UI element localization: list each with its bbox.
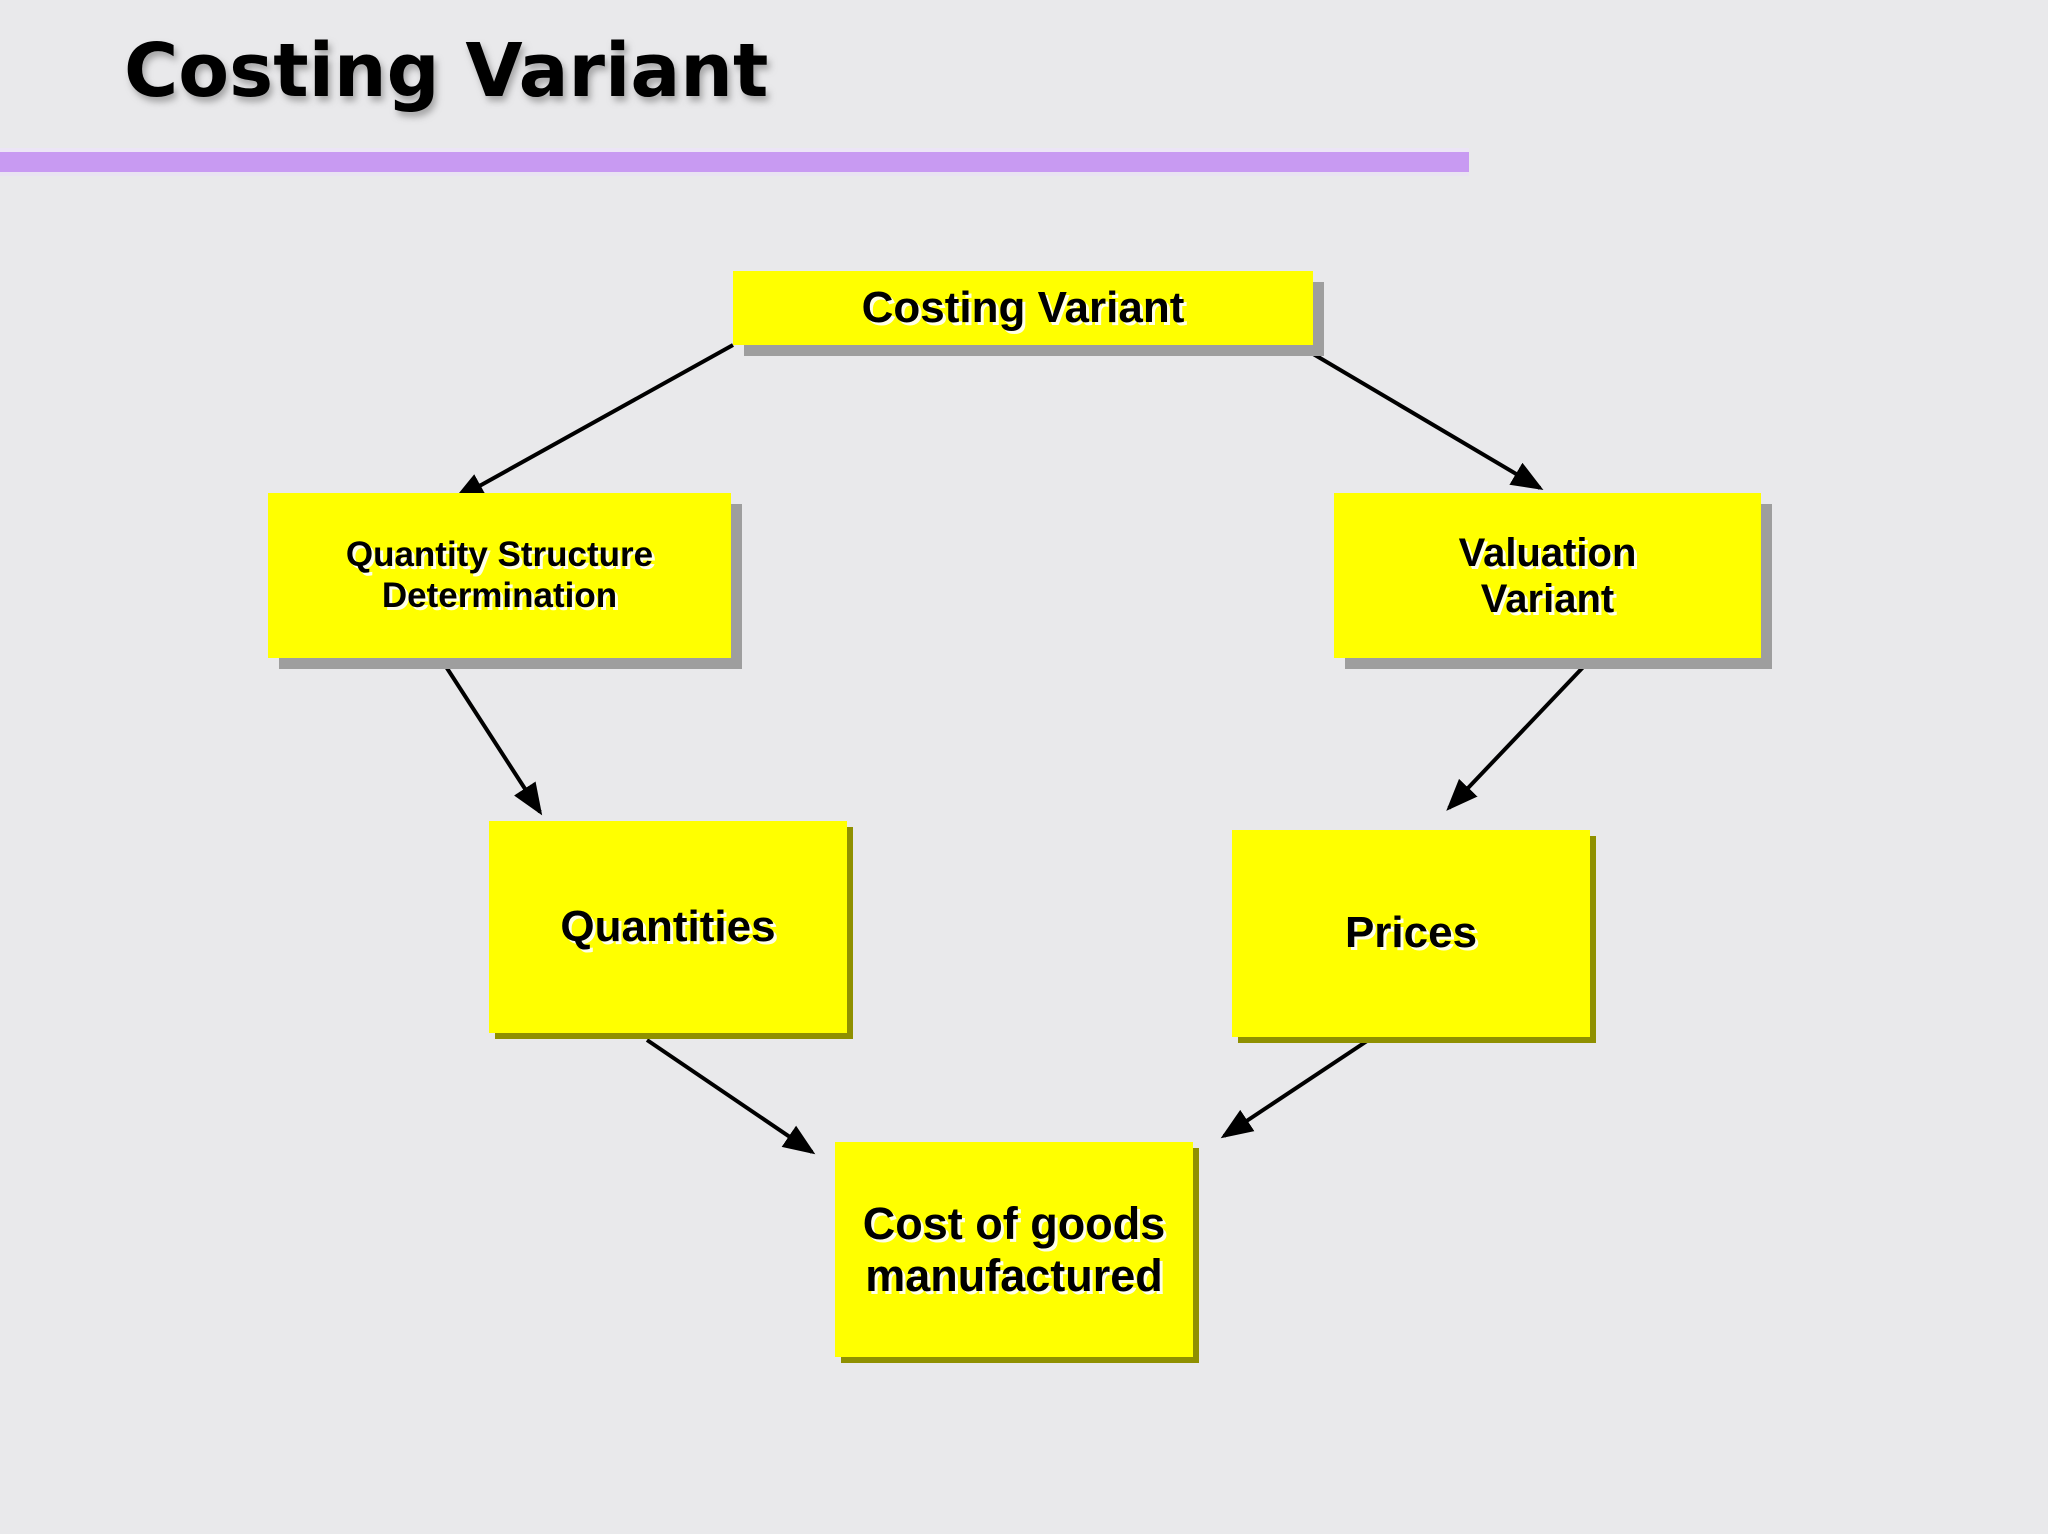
node-quantities: Quantities bbox=[489, 821, 847, 1033]
page-title: Costing Variant bbox=[124, 28, 769, 114]
arrow-valuation-variant-to-prices bbox=[1446, 660, 1590, 811]
title-accent-bar bbox=[0, 148, 1469, 176]
node-valuation-variant: Valuation Variant bbox=[1334, 493, 1761, 658]
arrow-prices-to-cost-of-goods bbox=[1220, 1039, 1369, 1139]
node-costing-variant: Costing Variant bbox=[733, 271, 1313, 345]
arrow-quantity-structure-to-quantities bbox=[441, 660, 543, 816]
arrow-costing-variant-to-quantity-structure bbox=[452, 343, 734, 501]
arrow-quantities-to-cost-of-goods bbox=[645, 1038, 816, 1155]
arrow-costing-variant-to-valuation-variant bbox=[1296, 343, 1544, 491]
node-quantity-structure-determination: Quantity Structure Determination bbox=[268, 493, 731, 658]
node-prices: Prices bbox=[1232, 830, 1590, 1037]
node-cost-of-goods-manufactured: Cost of goods manufactured bbox=[835, 1142, 1193, 1357]
